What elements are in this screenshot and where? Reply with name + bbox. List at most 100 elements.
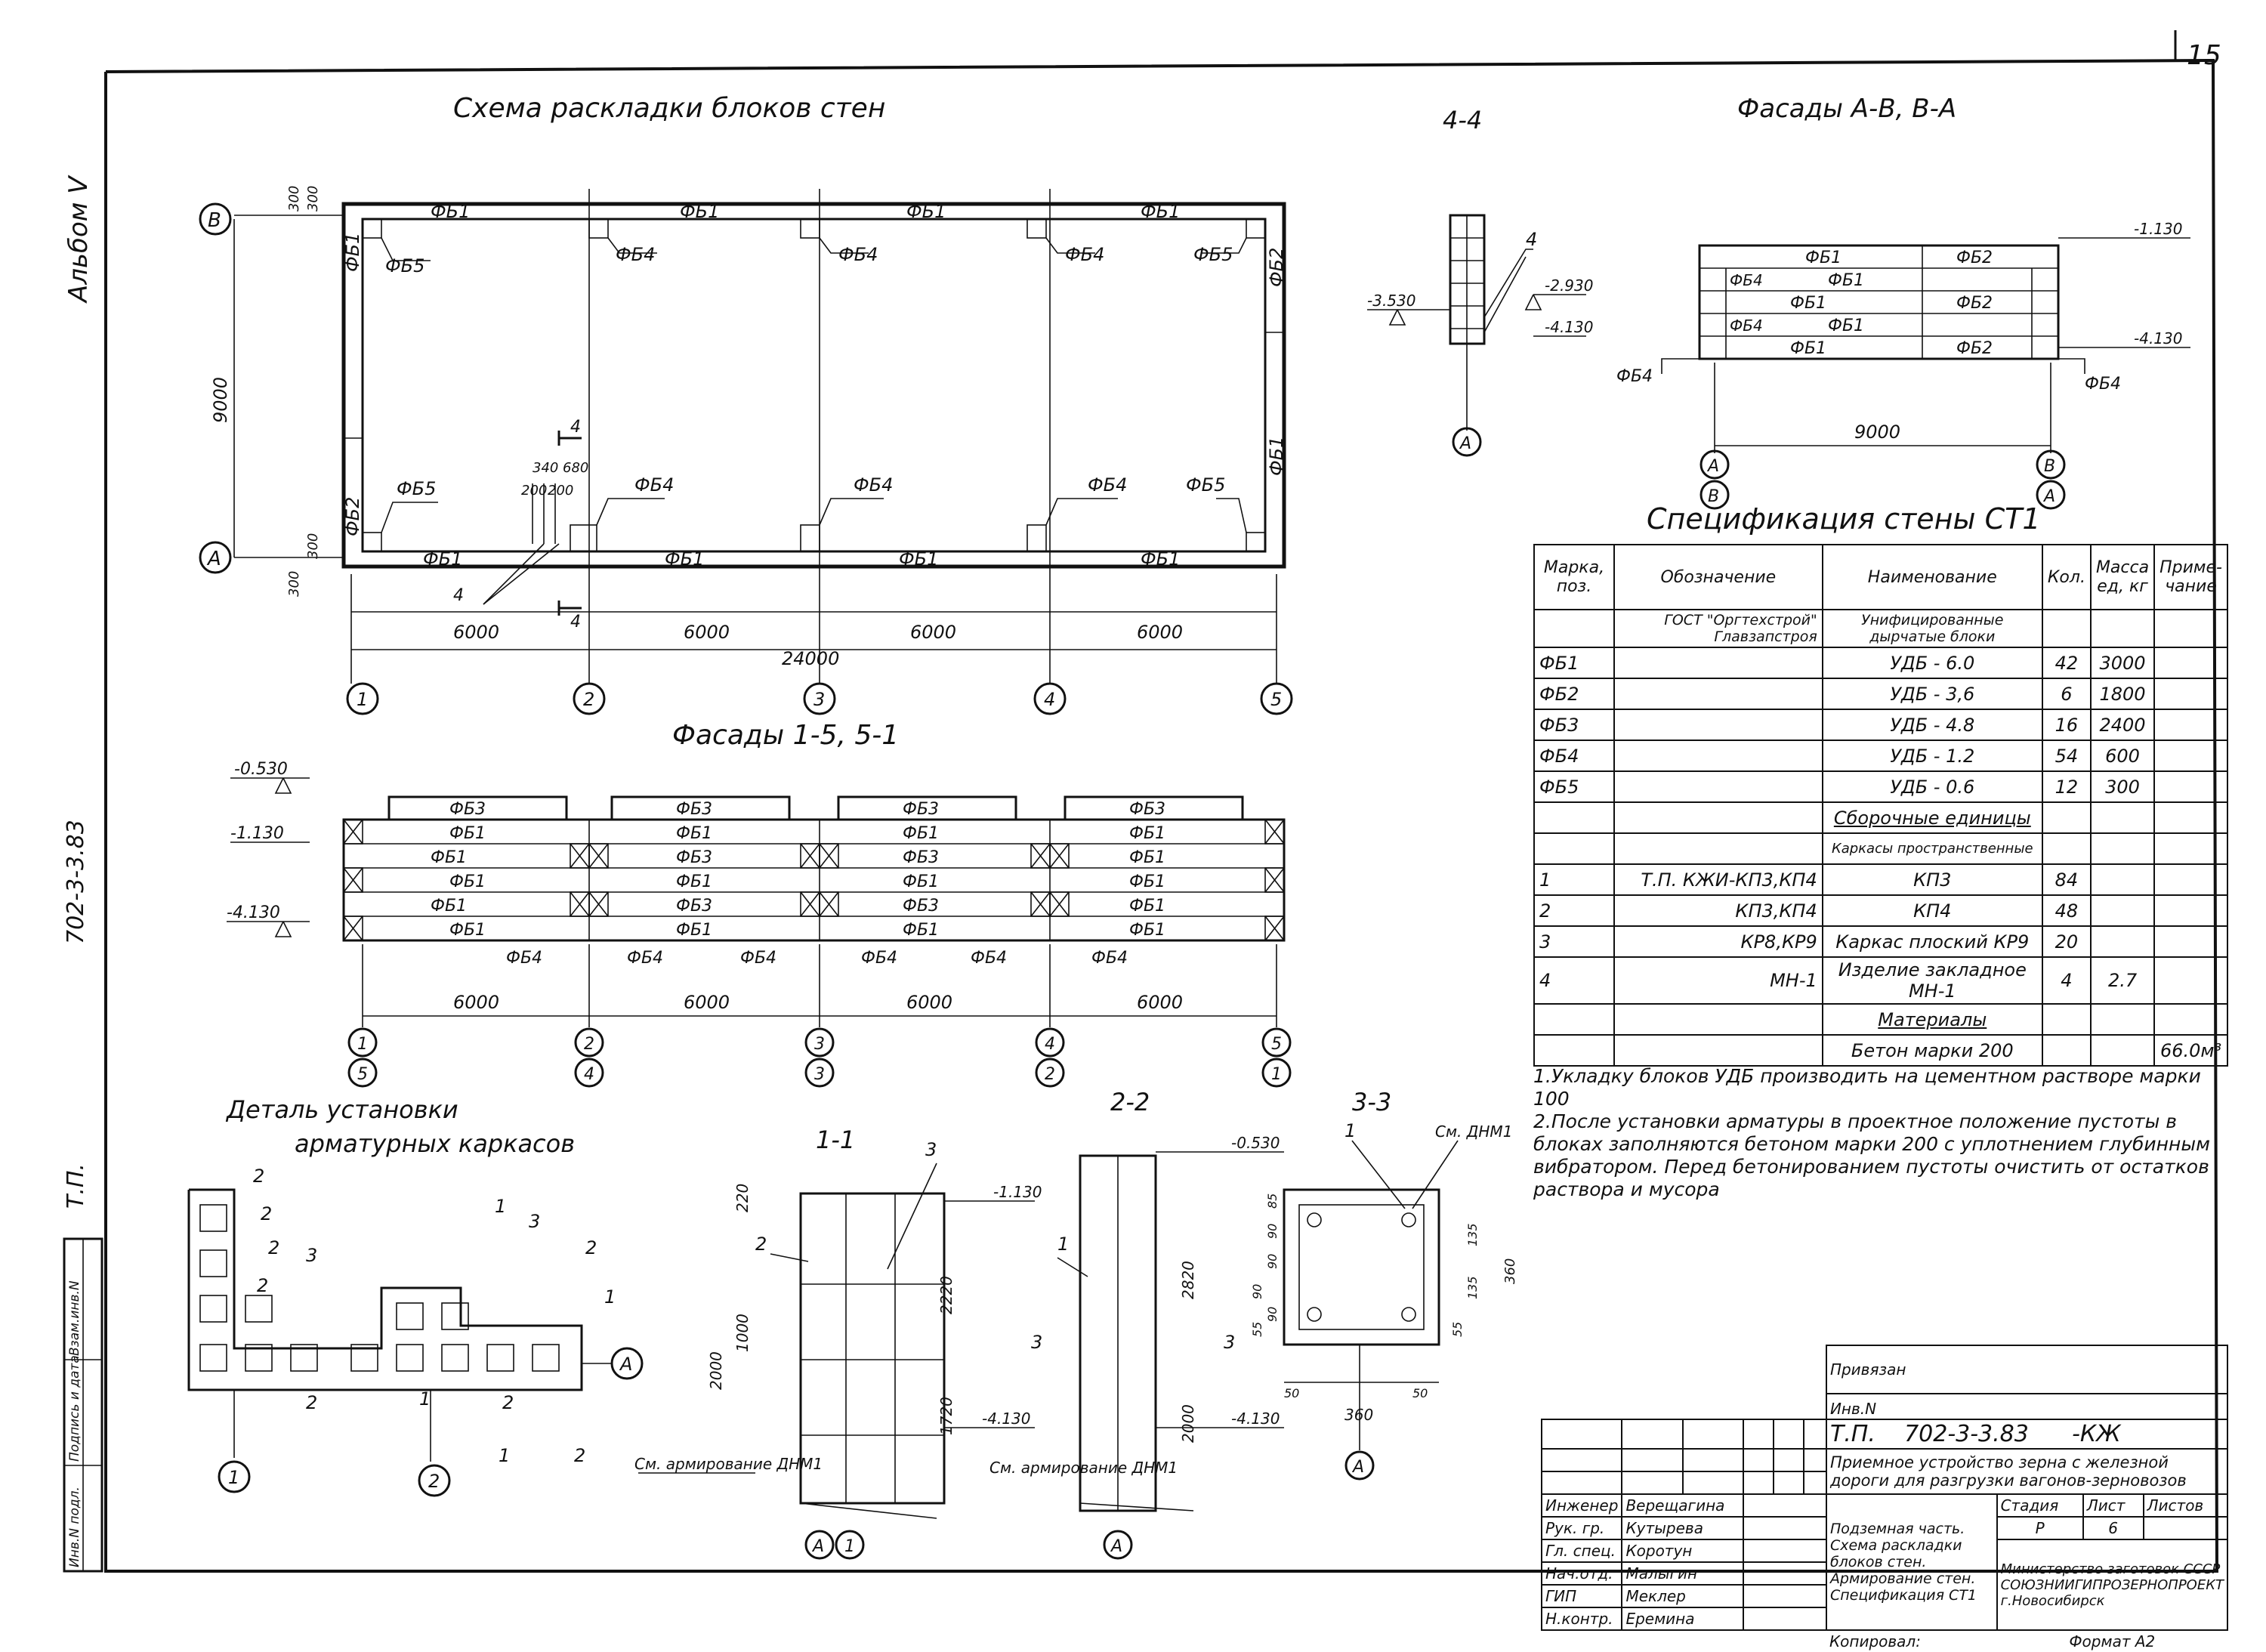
album-label: Альбом V: [63, 174, 94, 304]
spec-header-note: Приме-чание: [2153, 544, 2228, 610]
svg-text:В: В: [208, 209, 221, 232]
svg-text:360: 360: [1344, 1406, 1373, 1424]
svg-text:3: 3: [925, 1139, 937, 1160]
spec-cell: [1613, 832, 1823, 865]
spec-cell: [2153, 925, 2228, 958]
spec-cell: [2153, 678, 2228, 710]
svg-text:-4.130: -4.130: [1545, 318, 1593, 336]
svg-text:ФБ3: ФБ3: [903, 897, 939, 916]
svg-text:2820: 2820: [1179, 1261, 1197, 1299]
svg-text:ФБ4: ФБ4: [1091, 949, 1128, 968]
svg-text:4: 4: [453, 586, 464, 605]
svg-text:90: 90: [1265, 1224, 1280, 1239]
spec-cell: [1533, 609, 1615, 648]
svg-text:300: 300: [286, 571, 302, 597]
svg-text:ФБ4: ФБ4: [861, 949, 897, 968]
title-block: Привязан Инв.N Т.П. 702-3-3.83 -КЖ Прием…: [1540, 1345, 2229, 1652]
svg-text:ФБ3: ФБ3: [449, 800, 486, 819]
spec-cell: [2153, 801, 2228, 834]
svg-text:6000: 6000: [453, 992, 499, 1013]
spec-cell: [2041, 801, 2092, 834]
svg-text:55: 55: [1250, 1322, 1264, 1337]
facades-15-title: Фасады 1-5, 5-1: [672, 720, 899, 751]
svg-text:ФБ5: ФБ5: [1193, 244, 1233, 265]
svg-text:ФБ4: ФБ4: [616, 244, 655, 265]
svg-text:ФБ1: ФБ1: [676, 872, 712, 891]
svg-text:300: 300: [305, 186, 321, 212]
spec-table: Марка, поз. Обозначение Наименование Кол…: [1533, 544, 2228, 1067]
svg-text:ФБ1: ФБ1: [903, 872, 939, 891]
spec-cell: Каркас плоский КР9: [1821, 925, 2043, 958]
svg-text:ФБ1: ФБ1: [676, 824, 712, 843]
svg-text:ФБ2: ФБ2: [1266, 248, 1287, 287]
svg-text:680: 680: [563, 460, 588, 476]
svg-text:ФБ3: ФБ3: [676, 897, 712, 916]
spec-cell: [1533, 801, 1615, 834]
spec-cell: МН-1: [1613, 956, 1823, 1005]
svg-text:В: В: [1708, 487, 1719, 506]
plan-walls: [341, 189, 1286, 574]
spec-cell: [2153, 770, 2228, 803]
svg-text:ФБ4: ФБ4: [1730, 271, 1763, 289]
spec-cell: УДБ - 6.0: [1821, 647, 2043, 679]
spec-cell: 3000: [2089, 647, 2156, 679]
stage-header: Стадия: [1996, 1493, 2084, 1518]
svg-text:ФБ2: ФБ2: [1956, 294, 1993, 313]
svg-text:См. армирование ДНМ1: См. армирование ДНМ1: [989, 1459, 1178, 1477]
spec-cell: УДБ - 1.2: [1821, 740, 2043, 772]
spec-cell: КП3: [1821, 863, 2043, 896]
svg-text:300: 300: [286, 186, 302, 212]
svg-text:-3.530: -3.530: [1367, 292, 1415, 310]
svg-text:ФБ1: ФБ1: [1129, 921, 1165, 940]
svg-text:2: 2: [257, 1275, 268, 1296]
svg-text:1: 1: [495, 1196, 506, 1217]
privyazan: Привязан: [1825, 1345, 2229, 1394]
svg-text:9000: 9000: [210, 377, 231, 423]
spec-cell: [1613, 647, 1823, 679]
spec-cell: 600: [2089, 740, 2156, 772]
spec-cell: [2089, 894, 2156, 927]
spec-cell: [2153, 894, 2228, 927]
svg-text:ФБ1: ФБ1: [665, 548, 704, 570]
detail-drawing: А 1 2 2 2 2 2 3 3 1 1 2 2 1 2 1 2: [187, 1166, 644, 1497]
spec-cell: 2.7: [2089, 956, 2156, 1005]
spec-cell: 4: [2041, 956, 2092, 1005]
project-name: Приемное устройство зерна с железной дор…: [1825, 1448, 2229, 1495]
svg-text:ФБ1: ФБ1: [1805, 249, 1842, 267]
svg-text:А: А: [811, 1537, 824, 1556]
side-stamp-2: Подпись и дата: [67, 1355, 82, 1462]
spec-cell: [1613, 678, 1823, 710]
stamp-suffix: -КЖ: [2072, 1421, 2121, 1447]
svg-text:ФБ1: ФБ1: [1141, 201, 1180, 222]
svg-text:135: 135: [1465, 1223, 1480, 1246]
svg-text:2: 2: [253, 1166, 264, 1187]
side-code: 702-3-3.83: [63, 820, 89, 944]
inv-field: Инв.N: [1825, 1393, 2229, 1420]
sec22-drawing: 2820 2000 -0.530 -4.130 1 3 3 См. армиро…: [989, 1134, 1284, 1560]
svg-text:2: 2: [261, 1203, 272, 1224]
spec-cell: ФБ5: [1533, 770, 1615, 803]
spec-cell: 2: [1533, 894, 1615, 927]
facades-ab-title: Фасады А-В, В-А: [1737, 94, 1956, 124]
svg-text:1: 1: [844, 1537, 855, 1556]
spec-cell: 2400: [2089, 709, 2156, 741]
spec-cell: [2041, 609, 2092, 648]
svg-text:4: 4: [1044, 689, 1055, 710]
svg-text:24000: 24000: [782, 648, 839, 669]
svg-text:ФБ5: ФБ5: [1186, 474, 1225, 496]
spec-cell: 42: [2041, 647, 2092, 679]
sec33-title: 3-3: [1352, 1088, 1391, 1116]
spec-title: Спецификация стены СТ1: [1647, 502, 2041, 536]
spec-cell: [2041, 1034, 2092, 1067]
spec-cell: ГОСТ "Оргтехстрой" Главзапстроя: [1613, 609, 1823, 648]
spec-cell: [2041, 1003, 2092, 1036]
spec-cell: Унифицированные дырчатые блоки: [1821, 609, 2043, 648]
svg-text:ФБ1: ФБ1: [449, 921, 486, 940]
spec-header-mark: Марка, поз.: [1533, 544, 1615, 610]
spec-cell: [2089, 1003, 2156, 1036]
spec-row: Сборочные единицы: [1533, 801, 2228, 834]
detail-title-2: арматурных каркасов: [295, 1129, 575, 1158]
